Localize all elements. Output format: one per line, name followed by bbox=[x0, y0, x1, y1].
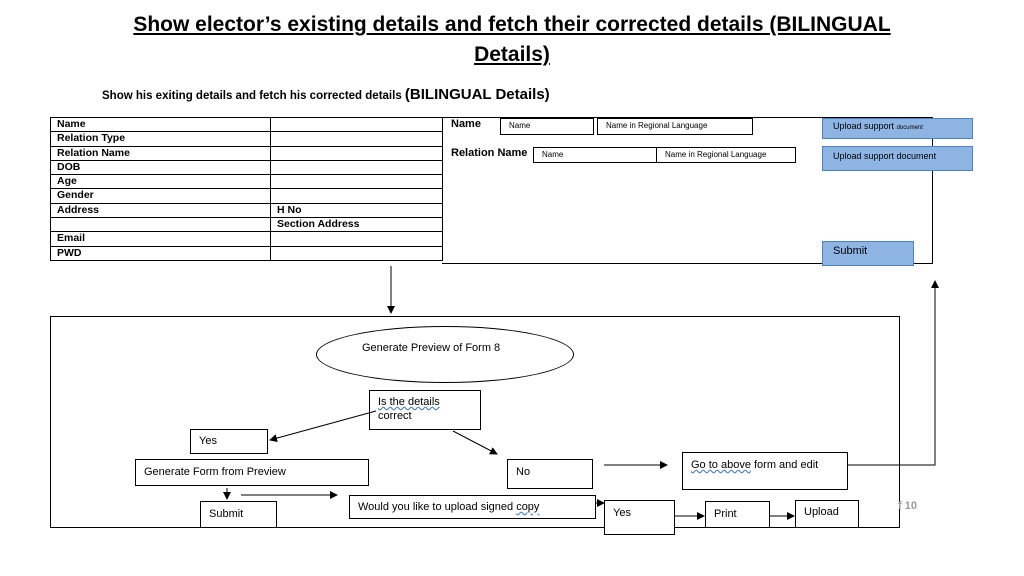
generate-form-from-preview-box: Generate Form from Preview bbox=[135, 459, 369, 486]
section-heading-small: Show his exiting details and fetch his c… bbox=[102, 90, 402, 102]
form-submit-button[interactable]: Submit bbox=[822, 241, 914, 266]
details-table-row: Relation Type bbox=[50, 131, 443, 147]
relation-name-regional-field[interactable]: Name in Regional Language bbox=[656, 147, 796, 163]
details-correct-question-box: Is the details correct bbox=[369, 390, 481, 430]
relation-name-label: Relation Name bbox=[451, 147, 528, 159]
details-table-row: Email bbox=[50, 231, 443, 247]
name-field[interactable]: Name bbox=[500, 118, 594, 135]
details-table-row: Section Address bbox=[50, 217, 443, 233]
no-box: No bbox=[507, 459, 593, 489]
go-to-above-text: Go to above bbox=[691, 459, 751, 471]
details-table-row: Relation Name bbox=[50, 145, 443, 161]
details-row-value: H No bbox=[270, 202, 443, 219]
page-number: f 10 bbox=[898, 500, 917, 512]
yes-upload-box: Yes bbox=[604, 500, 675, 535]
details-row-value bbox=[270, 131, 443, 147]
title-line-1: Show elector’s existing details and fetc… bbox=[133, 13, 891, 36]
details-row-label: Name bbox=[50, 116, 271, 133]
details-row-value bbox=[270, 145, 443, 161]
upload-support-document-button-1[interactable]: Upload support document bbox=[822, 118, 973, 139]
slide-title: Show elector’s existing details and fetc… bbox=[60, 10, 964, 70]
details-row-label: Address bbox=[50, 202, 271, 219]
arrow-question-to-yes bbox=[269, 410, 377, 443]
details-row-value bbox=[270, 231, 443, 247]
question-line-1: Is the details bbox=[378, 396, 440, 408]
corrected-details-panel bbox=[442, 117, 933, 264]
upload-box: Upload bbox=[795, 500, 859, 528]
title-line-2: Details) bbox=[474, 43, 550, 66]
details-row-value bbox=[270, 174, 443, 190]
details-row-value bbox=[270, 159, 443, 176]
details-row-value bbox=[270, 116, 443, 133]
details-table-row: Gender bbox=[50, 188, 443, 204]
details-table-row: PWD bbox=[50, 245, 443, 261]
details-row-label: Gender bbox=[50, 188, 271, 204]
section-heading: Show his exiting details and fetch his c… bbox=[102, 86, 550, 103]
name-regional-field[interactable]: Name in Regional Language bbox=[597, 118, 753, 135]
upload-button-1-small-label: document bbox=[896, 125, 923, 131]
details-row-label: PWD bbox=[50, 245, 271, 261]
arrow-question-to-no bbox=[452, 430, 498, 455]
yes-box: Yes bbox=[190, 429, 268, 454]
go-to-above-form-box: Go to above form and edit bbox=[682, 452, 848, 490]
upload-question-text: Would you like to upload signed bbox=[358, 501, 514, 513]
question-line-2: correct bbox=[378, 410, 412, 422]
details-table-row: DOB bbox=[50, 159, 443, 176]
relation-name-field[interactable]: Name bbox=[533, 147, 657, 163]
upload-button-1-label: Upload support bbox=[833, 121, 895, 131]
arrow-goto-to-form bbox=[848, 280, 939, 466]
details-row-value: Section Address bbox=[270, 217, 443, 233]
flowchart-frame bbox=[50, 316, 900, 528]
print-box: Print bbox=[705, 501, 770, 528]
flow-submit-box: Submit bbox=[200, 501, 277, 528]
details-row-value bbox=[270, 245, 443, 261]
upload-question-copy-word: copy bbox=[516, 501, 540, 513]
form-and-edit-text: form and edit bbox=[750, 459, 819, 471]
name-label: Name bbox=[451, 118, 481, 130]
upload-signed-copy-question-box: Would you like to upload signed copy bbox=[349, 495, 596, 519]
section-heading-large: (BILINGUAL Details) bbox=[404, 86, 550, 103]
details-row-value bbox=[270, 188, 443, 204]
details-row-label: Relation Type bbox=[50, 131, 271, 147]
generate-preview-ellipse: Generate Preview of Form 8 bbox=[316, 326, 574, 383]
details-table-row: Name bbox=[50, 116, 443, 133]
details-row-label: Relation Name bbox=[50, 145, 271, 161]
upload-support-document-button-2[interactable]: Upload support document bbox=[822, 146, 973, 171]
details-table-row: Age bbox=[50, 174, 443, 190]
